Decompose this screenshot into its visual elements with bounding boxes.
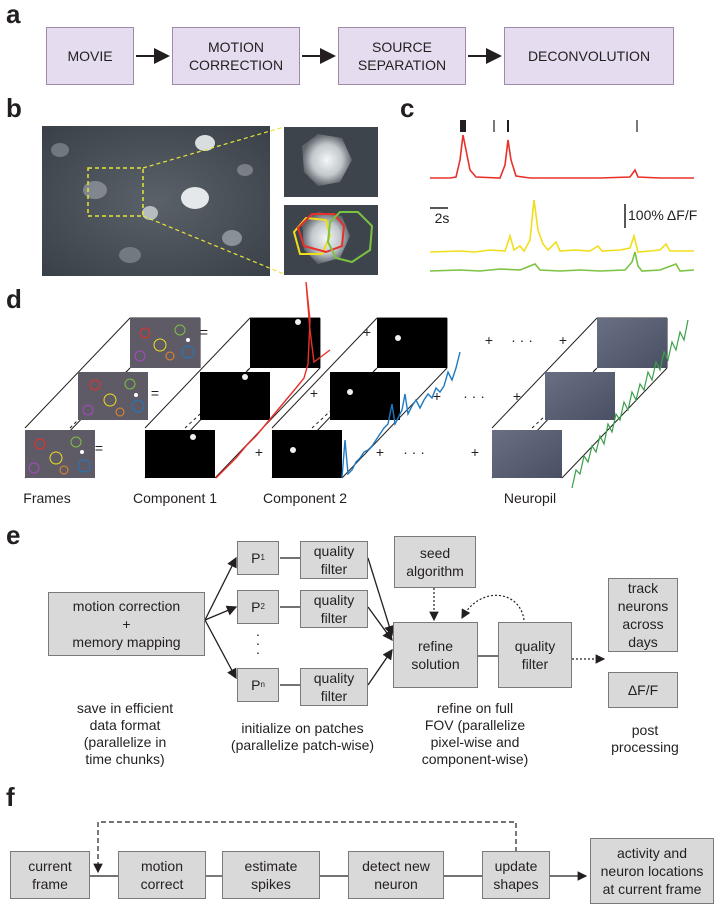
plus-3: + (254, 444, 264, 460)
plus-6: + (375, 444, 385, 460)
detect-new-neuron-box: detect new neuron (348, 851, 444, 899)
panel-label-e: e (6, 520, 21, 550)
estimate-spikes-box: estimate spikes (222, 851, 320, 899)
equals-2: = (150, 385, 160, 401)
panel-e-connectors (204, 556, 498, 686)
track-neurons-box: track neurons across days (608, 578, 678, 652)
quality-filter-2: quality filter (300, 590, 368, 628)
dots-1: · · · (511, 332, 533, 348)
dots-2: · · · (463, 388, 485, 404)
panel-label-c: c (400, 93, 415, 123)
df-scale-label: 100% ΔF/F (628, 207, 698, 223)
caption-refine: refine on full FOV (parallelize pixel-wi… (421, 700, 529, 767)
component1-label: Component 1 (132, 490, 218, 506)
equals-1: = (199, 324, 209, 340)
trace-red (430, 134, 694, 179)
dots-3: · · · (403, 444, 425, 460)
update-shapes-box: update shapes (482, 851, 550, 899)
panel-label-a: a (6, 0, 21, 29)
feedback-arrow (93, 821, 517, 874)
plus-7: + (558, 332, 568, 348)
quality-filter-1: quality filter (300, 541, 368, 579)
quality-filter-n: quality filter (300, 668, 368, 706)
zoom-image-top (284, 127, 378, 197)
plus-2: + (309, 385, 319, 401)
quality-filter-refine: quality filter (498, 622, 572, 688)
fov-image (42, 126, 270, 276)
neuropil-tiles (492, 318, 667, 478)
patch-p-label: P (251, 599, 261, 615)
motion-correction-box: MOTION CORRECTION (172, 27, 300, 85)
plus-1: + (362, 324, 372, 340)
panel-label-b: b (6, 93, 22, 123)
caption-initialize: initialize on patches (parallelize patch… (230, 720, 375, 753)
source-separation-box: SOURCE SEPARATION (338, 27, 466, 85)
motion-correct-box: motion correct (118, 851, 206, 899)
equals-3: = (94, 440, 104, 456)
time-scale-label: 2s (434, 210, 450, 226)
frames-label: Frames (23, 490, 71, 506)
deconvolution-box: DECONVOLUTION (504, 27, 674, 85)
patch-p2-sub: 2 (260, 602, 265, 611)
plus-5: + (432, 388, 442, 404)
vertical-dots: · · · (255, 626, 261, 660)
output-box: activity and neuron locations at current… (590, 838, 714, 904)
component2-trace (341, 351, 461, 479)
caption-save: save in efficient data format (paralleli… (76, 700, 174, 767)
component2-label: Component 2 (262, 490, 348, 506)
patch-p-label: P (251, 677, 261, 693)
neuropil-trace (571, 319, 689, 489)
zoom-image-bottom (284, 205, 378, 275)
panel-label-f: f (6, 782, 15, 812)
movie-box: MOVIE (46, 27, 134, 85)
seed-algorithm-box: seed algorithm (394, 536, 476, 588)
current-frame-box: current frame (10, 851, 90, 899)
neuropil-label: Neuropil (503, 490, 557, 506)
refine-solution-box: refine solution (393, 622, 478, 688)
patch-p-label: P (251, 550, 261, 566)
trace-green (429, 251, 695, 272)
motion-memory-box: motion correction + memory mapping (48, 592, 205, 656)
spike-ticks (460, 120, 638, 132)
plus-8: + (512, 388, 522, 404)
caption-post: post processing (611, 722, 679, 755)
component1-trace (215, 281, 331, 479)
dff-box: ΔF/F (608, 672, 678, 708)
frame-tiles (25, 318, 200, 478)
patch-p1-sub: 1 (260, 553, 265, 562)
component2-tiles (272, 318, 447, 478)
plus-9: + (470, 444, 480, 460)
patch-pn-sub: n (260, 680, 265, 689)
plus-4: + (484, 332, 494, 348)
panel-label-d: d (6, 284, 22, 314)
trace-yellow (429, 199, 694, 253)
zoom-lines (142, 126, 285, 275)
loop-arrow (461, 594, 525, 621)
